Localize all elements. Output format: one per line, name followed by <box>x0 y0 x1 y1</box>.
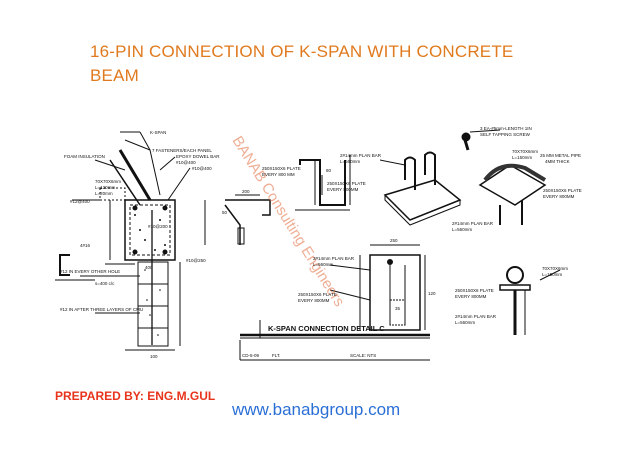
page-title: 16-PIN CONNECTION OF K-SPAN WITH CONCRET… <box>90 42 514 85</box>
label-plate1c: L=20mm <box>95 191 113 196</box>
label-bar250: #10@250 <box>186 258 206 263</box>
plan-plate <box>329 244 426 331</box>
label-planbar-elev: 2#14mm PLAN BAR <box>455 314 497 319</box>
label-plate3b: EVERY 800MM <box>327 187 359 192</box>
label-angle: 70X70X6mm <box>512 149 538 154</box>
label-angle2: L=150mm <box>512 155 532 160</box>
label-plate4: 250X150X6 PLATE <box>543 188 582 193</box>
plate-iso <box>379 151 462 226</box>
label-pipe2: 4MM THICK <box>545 159 570 164</box>
channel-section <box>295 155 351 211</box>
detail-ref: CD-5-09 <box>242 353 260 358</box>
elevation-detail <box>499 266 561 335</box>
label-planbar: 2#14mm PLAN BAR <box>340 153 382 158</box>
label-d100: 100 <box>150 354 158 359</box>
label-planbar-l: L=560mm <box>340 159 360 164</box>
label-epoxy2: #10@400 <box>176 160 196 165</box>
label-planbar3: 2#14mm PLAN BAR <box>313 256 355 261</box>
detail-flt: FLT. <box>272 353 280 358</box>
label-fastener: 7 FASTENERS/EACH PANEL <box>152 148 212 153</box>
label-d80: 80 <box>326 168 332 173</box>
label-d120: 120 <box>428 291 436 296</box>
label-plate-elev: 250X150X6 PLATE <box>455 288 494 293</box>
label-plate5: 250X150X6 PLATE <box>298 292 337 297</box>
label-planbar2-l: L=560mm <box>452 227 472 232</box>
label-plate-elev-b: EVERY 800MM <box>455 294 487 299</box>
label-plate4b: EVERY 800MM <box>543 194 575 199</box>
prepared-by: PREPARED BY: ENG.M.GUL <box>55 389 216 403</box>
wall-section <box>55 131 191 351</box>
label-d200: 200 <box>242 189 250 194</box>
label-d400: 400 <box>145 265 153 270</box>
watermark-text: BANAB Consulting Engineers <box>229 133 348 310</box>
drawing-labels: K-SPAN 7 FASTENERS/EACH PANEL EPOXY DOWE… <box>60 126 582 359</box>
detail-scale: SCALE: NTS <box>350 353 376 358</box>
label-e400: 4#16 <box>80 243 91 248</box>
label-note1: #12 IN EVERY OTHER HOLE <box>60 269 120 274</box>
label-d250: 250 <box>390 238 398 243</box>
label-planbar-elev-l: L=560mm <box>455 320 475 325</box>
label-note2: #12 IN AFTER THREE LAYERS OF CMU <box>60 307 143 312</box>
label-plate5b: EVERY 800MM <box>298 298 330 303</box>
label-screw: 3 EA-#5mm-LENGTH 1IN <box>480 126 532 131</box>
label-bar400: #10@400 <box>192 166 212 171</box>
label-note1b: s=400 c/c <box>95 281 115 286</box>
label-angle3: 70X70X6mm <box>542 266 568 271</box>
label-kspan: K-SPAN <box>150 130 166 135</box>
label-plate1: 70X70X6mm <box>95 179 121 184</box>
label-foam: FOAM INSULATION <box>64 154 105 159</box>
website-link[interactable]: www.banabgroup.com <box>232 400 401 419</box>
pipe-iso <box>461 129 547 225</box>
label-plate2b: EVERY 800 MM <box>262 172 295 177</box>
label-planbar2: 2#14mm PLAN BAR <box>452 221 494 226</box>
detail-title: K-SPAN CONNECTION DETAIL C <box>268 324 385 333</box>
label-plate1b: L=120mm <box>95 185 115 190</box>
label-plate2: 250X150X6 PLATE <box>262 166 301 171</box>
label-angle3b: L=150mm <box>542 272 562 277</box>
label-d35: 35 <box>395 306 401 311</box>
label-epoxy: EPOXY DOWEL BAR <box>176 154 220 159</box>
label-bar12: #12@400 <box>70 199 90 204</box>
title-block-lines <box>239 320 430 361</box>
label-bar200: #10@200 <box>148 224 168 229</box>
label-pipe: 25 MM METAL PIPE <box>540 153 581 158</box>
bracket-detail <box>204 194 271 245</box>
label-plate3: 250X150X6 PLATE <box>327 181 366 186</box>
label-planbar3-l: L=560mm <box>313 262 333 267</box>
label-screw2: SELF TAPPING SCREW <box>480 132 531 137</box>
label-d50: 50 <box>222 210 228 215</box>
